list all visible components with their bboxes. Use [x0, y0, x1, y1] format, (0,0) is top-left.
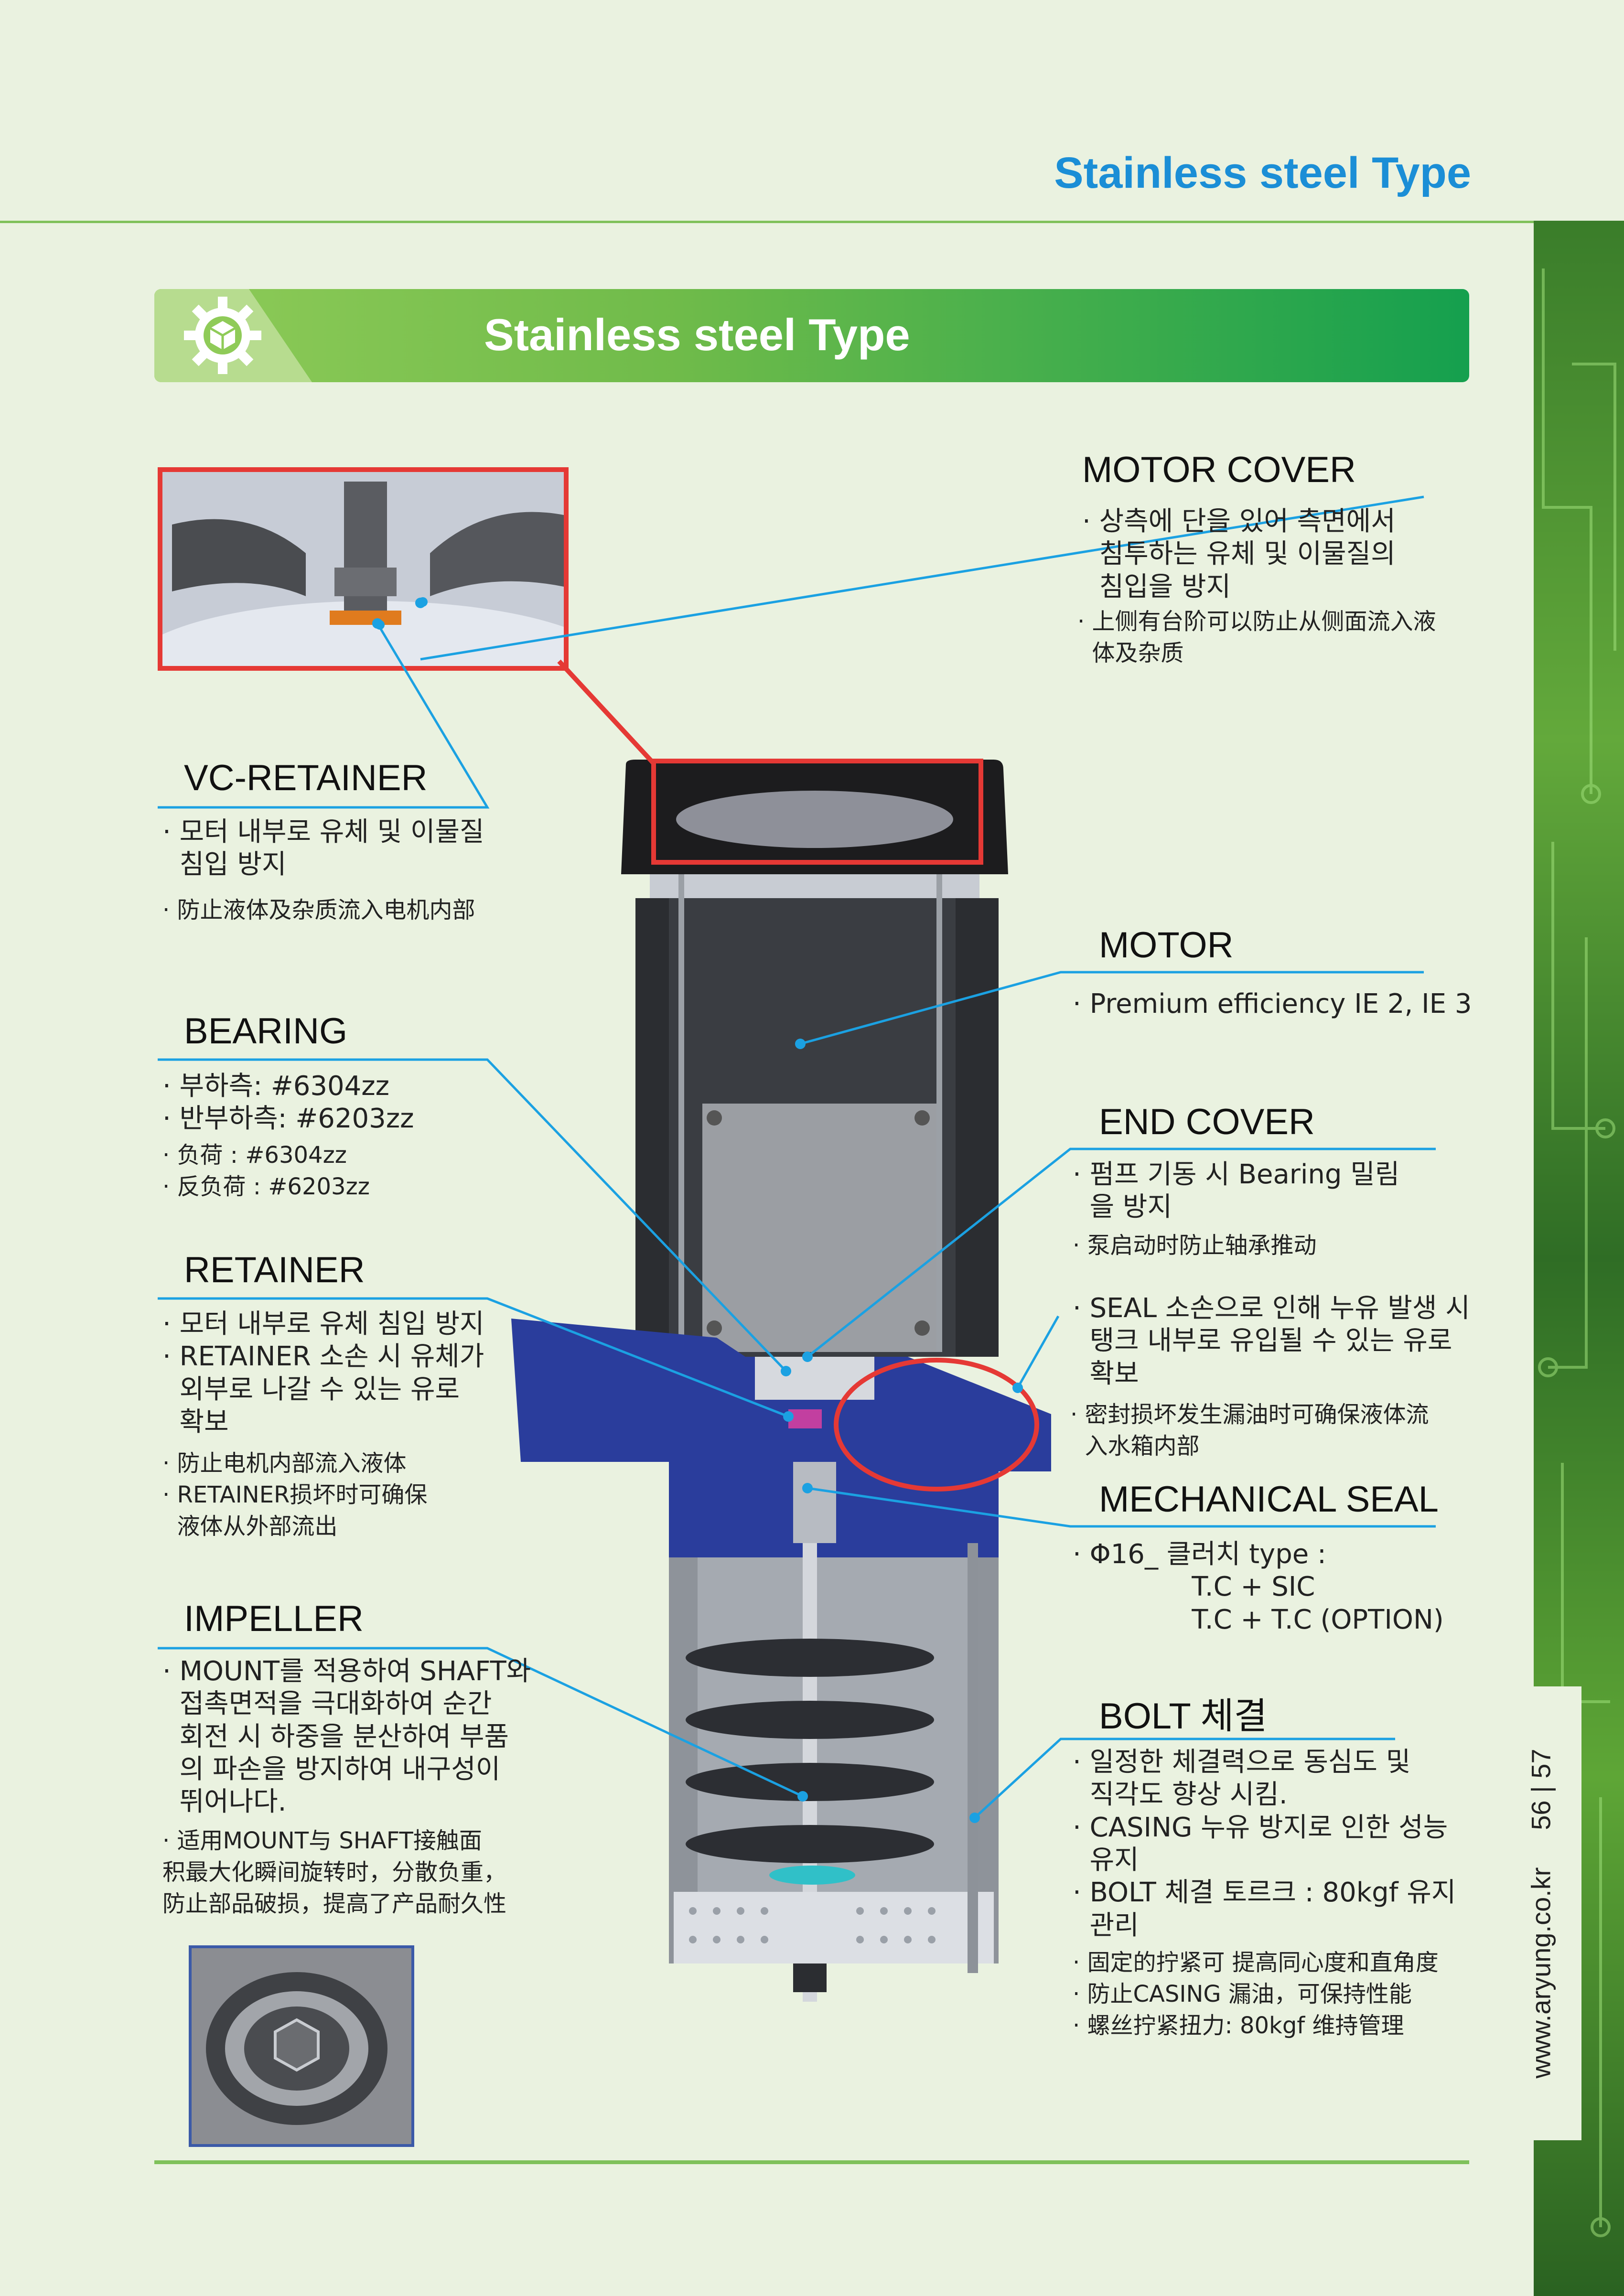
motor-cover-zh: · 上侧有台阶可以防止从侧面流入液 体及杂质 — [1077, 608, 1436, 667]
retainer-title: RETAINER — [184, 1250, 365, 1290]
impeller-title: IMPELLER — [184, 1599, 364, 1639]
impeller-stack — [686, 1639, 934, 1863]
circuit-pattern-icon — [1538, 268, 1616, 2237]
casing-bolt — [968, 1543, 978, 1973]
strainer — [674, 1892, 994, 1963]
end-cover-part — [702, 1104, 936, 1352]
retainer-zh: · 防止电机内部流入液体 · RETAINER损坏时可确保 液体从外部流出 — [162, 1450, 428, 1540]
banner-title: Stainless steel Type — [484, 310, 910, 360]
seal-drain-highlight — [834, 1358, 1039, 1491]
retainer-ko: · 모터 내부로 유체 침입 방지 · RETAINER 소손 시 유체가 외부… — [162, 1309, 484, 1438]
vc-retainer-ko: · 모터 내부로 유체 및 이물질 침입 방지 — [162, 816, 484, 880]
motor-cover-ko: · 상측에 단을 있어 측면에서 침투하는 유체 및 이물질의 침입을 방지 — [1082, 506, 1396, 602]
gear-cube-icon — [184, 297, 261, 374]
mechanical-seal-ko: · Φ16_ 클러치 type : T.C + SIC T.C + T.C (O… — [1073, 1539, 1444, 1635]
impeller-photo — [189, 1945, 414, 2147]
end-cover-title: END COVER — [1099, 1102, 1315, 1142]
motor-cover-detail-image — [158, 467, 569, 671]
footer-divider — [154, 2160, 1469, 2164]
mechanical-seal-part — [793, 1462, 836, 1543]
bearing-ko: · 부하측: #6304zz · 반부하측: #6203zz — [162, 1071, 414, 1135]
page-header-title: Stainless steel Type — [1054, 149, 1471, 197]
bearing-zh: · 负荷 : #6304zz · 反负荷 : #6203zz — [162, 1142, 370, 1201]
impeller-zh: · 适用MOUNT与 SHAFT接触面 积最大化瞬间旋转时，分散负重， 防止部品… — [162, 1827, 507, 1918]
seal-drain-zh: · 密封损坏发生漏油时可确保液体流 入水箱内部 — [1070, 1401, 1429, 1460]
mechanical-seal-title: MECHANICAL SEAL — [1099, 1479, 1439, 1520]
bolt-zh: · 固定的拧紧可 提高同心度和直角度 · 防止CASING 漏油，可保持性能 ·… — [1073, 1949, 1439, 2039]
motor-cover-title: MOTOR COVER — [1082, 450, 1356, 490]
seal-drain-ko: · SEAL 소손으로 인해 누유 발생 시 탱크 내부로 유입될 수 있는 유… — [1073, 1293, 1470, 1389]
page-number-tab — [1500, 1686, 1581, 2140]
motor-title: MOTOR — [1099, 925, 1234, 966]
end-cover-zh: · 泵启动时防止轴承推动 — [1073, 1232, 1317, 1259]
impeller-ko: · MOUNT를 적용하여 SHAFT와 접촉면적을 극대화하여 순간 회전 시… — [162, 1656, 531, 1818]
bearing-title: BEARING — [184, 1011, 348, 1051]
header-divider — [0, 221, 1534, 223]
motor-en: · Premium efficiency IE 2, IE 3 — [1073, 988, 1472, 1019]
section-banner: Stainless steel Type — [154, 289, 1469, 382]
vc-retainer-zh: · 防止液体及杂质流入电机内部 — [162, 897, 475, 923]
bolt-ko: · 일정한 체결력으로 동심도 및 직각도 향상 시킴. · CASING 누유… — [1073, 1747, 1456, 1941]
pump-casing — [511, 1319, 1051, 1557]
bolt-title: BOLT 체결 — [1099, 1696, 1268, 1737]
vc-retainer-title: VC-RETAINER — [184, 758, 428, 798]
motor-cover-highlight — [651, 759, 983, 865]
end-cover-ko: · 펌프 기동 시 Bearing 밀림 을 방지 — [1073, 1159, 1400, 1223]
